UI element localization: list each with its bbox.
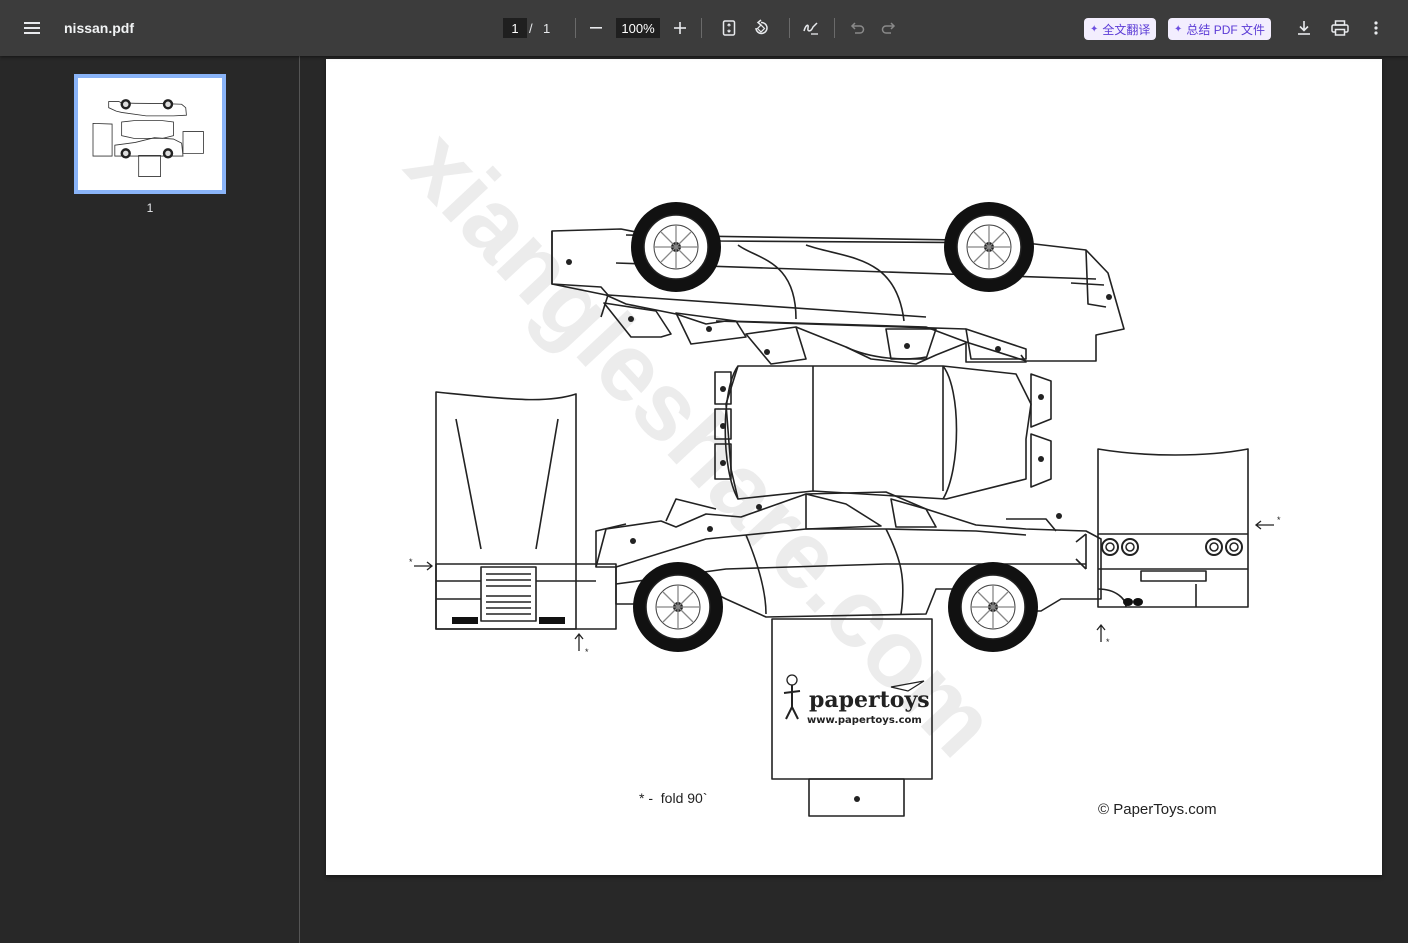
- logo-name: papertoys: [809, 687, 930, 713]
- draw-icon: [803, 22, 818, 35]
- undo-icon: [850, 22, 865, 34]
- menu-button[interactable]: [16, 12, 48, 44]
- hood-piece: [435, 391, 577, 630]
- pdf-page: xiangleshare.com: [326, 59, 1382, 875]
- rotate-icon: [755, 19, 768, 35]
- fit-page-icon: [722, 20, 736, 36]
- fold-mark: *: [585, 647, 589, 657]
- more-options-button[interactable]: [1362, 14, 1390, 42]
- summarize-button[interactable]: ✦ 总结 PDF 文件: [1168, 18, 1272, 40]
- summarize-label: 总结 PDF 文件: [1186, 22, 1266, 37]
- copyright-text: © PaperToys.com: [1098, 801, 1217, 818]
- annotate-button[interactable]: [797, 14, 825, 42]
- zoom-in-button[interactable]: [666, 14, 694, 42]
- zoom-level-input[interactable]: 100%: [616, 18, 660, 38]
- page-number-input[interactable]: [503, 18, 527, 38]
- top-body-piece: [551, 228, 1125, 362]
- fit-page-button[interactable]: [715, 14, 743, 42]
- document-viewer[interactable]: xiangleshare.com: [301, 56, 1408, 943]
- fold-arrows: [414, 520, 1274, 651]
- sparkle-icon: ✦: [1174, 23, 1183, 35]
- zoom-out-button[interactable]: [582, 14, 610, 42]
- toolbar-divider: [575, 18, 576, 38]
- papercraft-template: xiangleshare.com: [386, 110, 1281, 818]
- translate-label: 全文翻译: [1102, 22, 1151, 37]
- toolbar-divider: [701, 18, 702, 38]
- print-icon: [1331, 20, 1349, 36]
- thumbnail-sidebar: 1: [0, 56, 300, 943]
- redo-button[interactable]: [875, 14, 903, 42]
- thumbnail-page-label: 1: [146, 201, 154, 215]
- fold-note: * - fold 90`: [639, 790, 707, 806]
- page-total: 1: [543, 20, 551, 36]
- undo-button[interactable]: [843, 14, 871, 42]
- pdf-toolbar: nissan.pdf / 1 100%: [0, 0, 1408, 56]
- fold-mark: *: [409, 557, 413, 567]
- glue-dots: [566, 259, 1112, 802]
- more-vert-icon: [1374, 21, 1378, 35]
- download-button[interactable]: [1290, 14, 1318, 42]
- car-details: [452, 538, 1243, 624]
- thumbnail-preview: [78, 78, 222, 190]
- rotate-button[interactable]: [747, 14, 775, 42]
- toolbar-divider: [834, 18, 835, 38]
- translate-button[interactable]: ✦ 全文翻译: [1084, 18, 1157, 40]
- wheels: [631, 202, 1038, 652]
- page-separator: /: [529, 20, 533, 36]
- redo-icon: [881, 22, 896, 34]
- translate-icon: ✦: [1090, 23, 1099, 35]
- print-button[interactable]: [1326, 14, 1354, 42]
- rear-piece: [1097, 448, 1249, 608]
- logo-url: www.papertoys.com: [807, 715, 922, 726]
- hamburger-icon: [24, 22, 40, 34]
- fold-marks: * * * *: [409, 515, 1281, 657]
- papertoys-logo: papertoys www.papertoys.com: [783, 674, 930, 726]
- base-flap: [771, 618, 933, 780]
- minus-icon: [590, 27, 602, 29]
- page-thumbnail[interactable]: [74, 74, 226, 194]
- plus-icon: [674, 22, 686, 34]
- fold-mark: *: [1277, 515, 1281, 525]
- document-title: nissan.pdf: [64, 20, 135, 36]
- toolbar-divider: [789, 18, 790, 38]
- fold-mark: *: [1106, 637, 1110, 647]
- download-icon: [1298, 21, 1310, 35]
